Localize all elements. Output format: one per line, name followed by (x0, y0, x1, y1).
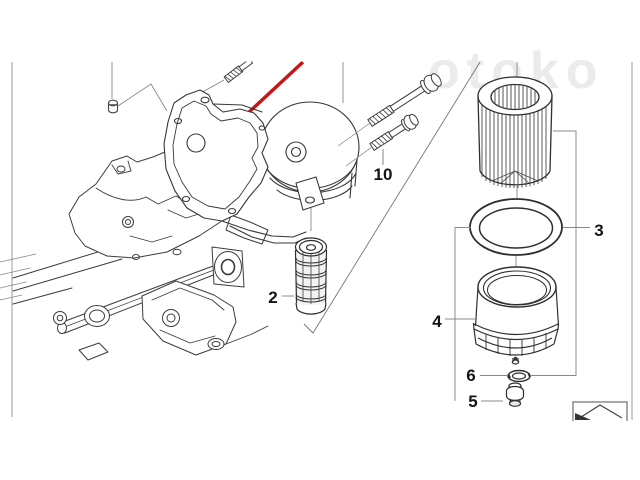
small-bolt (107, 99, 119, 114)
callout-label-6: 6 (466, 366, 475, 385)
nav-thumbnail-box (572, 401, 628, 421)
filter-cartridge (477, 76, 553, 188)
seal-ring (507, 369, 531, 383)
callout-label-5: 5 (468, 392, 477, 411)
chevron-icon (577, 404, 623, 420)
callout-label-2: 2 (268, 288, 277, 307)
diagram-content: 10 2 3 4 6 5 (0, 61, 633, 421)
callout-label-3: 3 (594, 221, 603, 240)
callout-leader-lines (282, 130, 590, 402)
callout-label-10: 10 (374, 165, 393, 184)
screw-plug (505, 382, 525, 407)
bolt-axis-leader-lines (337, 122, 373, 167)
o-ring (469, 198, 563, 256)
mounting-bolt-long (367, 73, 442, 128)
corner-wedge-icon (575, 413, 591, 420)
filter-cap (472, 266, 560, 365)
callout-label-4: 4 (432, 312, 442, 331)
strainer-insert-part (294, 237, 328, 315)
small-bolt-leader-line (111, 62, 168, 112)
oil-filter-housing-sketch (163, 89, 360, 244)
diagonal-leader-line (303, 61, 481, 334)
top-stud-bolt (223, 61, 254, 84)
red-highlight-line (245, 61, 305, 116)
